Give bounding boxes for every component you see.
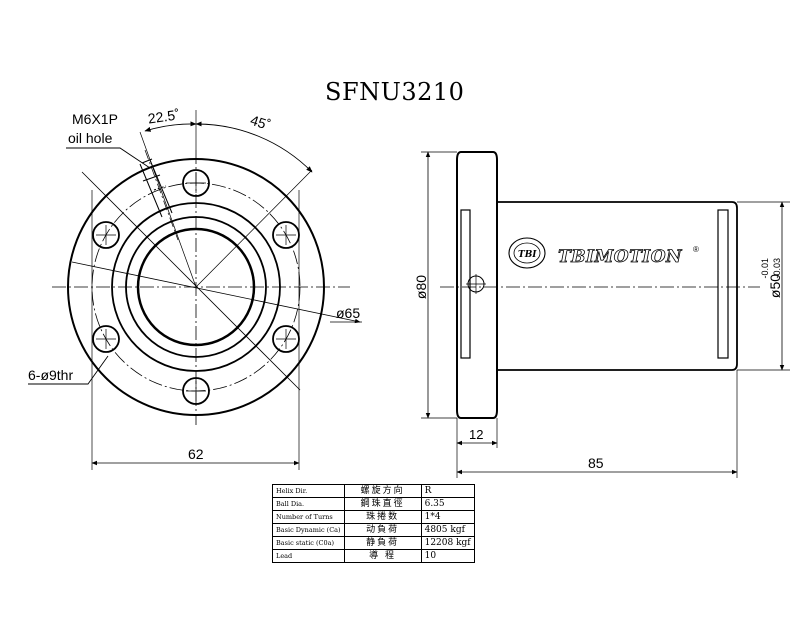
- angle-small-label: 22.5˚: [147, 106, 181, 126]
- spec-label-en: Number of Turns: [272, 510, 345, 524]
- tbimotion-logo-text: TBIMOTION: [558, 247, 683, 267]
- spec-value: R: [420, 484, 475, 498]
- side-view-labels: ø80 ø50 -0.01 -0.03 12 85 TBI TBIMOTION …: [413, 245, 783, 471]
- holes-label: 6-ø9thr: [28, 367, 73, 383]
- hub-outer: [111, 202, 281, 372]
- oil-hole-label: oil hole: [68, 130, 113, 146]
- body-dia-label: ø50: [767, 274, 783, 298]
- bolt-circle-label: ø65: [336, 305, 360, 321]
- front-view-labels: M6X1P oil hole 22.5˚ 45˚ ø65 6-ø9thr 62: [28, 106, 360, 462]
- spec-label-en: Basic Dynamic (Ca): [272, 523, 345, 537]
- body-profile: [497, 201, 738, 371]
- body-tol-lower: -0.03: [772, 258, 782, 279]
- flange-dia-label: ø80: [413, 275, 429, 299]
- logo-registered-mark: ®: [693, 245, 699, 254]
- angle-large-label: 45˚: [248, 112, 272, 133]
- oil-hole-thread-label: M6X1P: [72, 111, 118, 127]
- flange-profile: [456, 151, 498, 419]
- spec-label-en: Helix Dir.: [272, 484, 345, 498]
- spec-label-en: Ball Dia.: [272, 497, 345, 511]
- spec-label-zh: 珠捲数: [343, 510, 422, 524]
- spec-value: 1*4: [420, 510, 475, 524]
- drawing-title: SFNU3210: [325, 78, 465, 106]
- spec-label-en: Basic static (C0a): [272, 536, 345, 550]
- hub-middle: [125, 216, 267, 358]
- body-tol-upper: -0.01: [760, 258, 770, 279]
- tbi-logo-mark-text: TBI: [518, 250, 537, 260]
- spec-label-en: Lead: [272, 549, 345, 563]
- spec-value: 12208 kgf: [420, 536, 475, 550]
- spec-value: 6.35: [420, 497, 475, 511]
- front-view: [28, 110, 362, 470]
- spec-label-zh: 螺旋方向: [343, 484, 422, 498]
- bore: [136, 227, 256, 347]
- tbi-logo-mark: [508, 237, 546, 269]
- flange-thickness-label: 12: [469, 427, 483, 442]
- spec-label-zh: 静負荷: [343, 536, 422, 550]
- spec-label-zh: 導 程: [343, 549, 422, 563]
- length-label: 85: [588, 455, 604, 471]
- spec-value: 10: [420, 549, 475, 563]
- side-view: [421, 151, 790, 478]
- spec-value: 4805 kgf: [420, 523, 475, 537]
- spec-label-zh: 动負荷: [343, 523, 422, 537]
- width-label: 62: [188, 446, 204, 462]
- spec-label-zh: 鋼珠直徑: [343, 497, 422, 511]
